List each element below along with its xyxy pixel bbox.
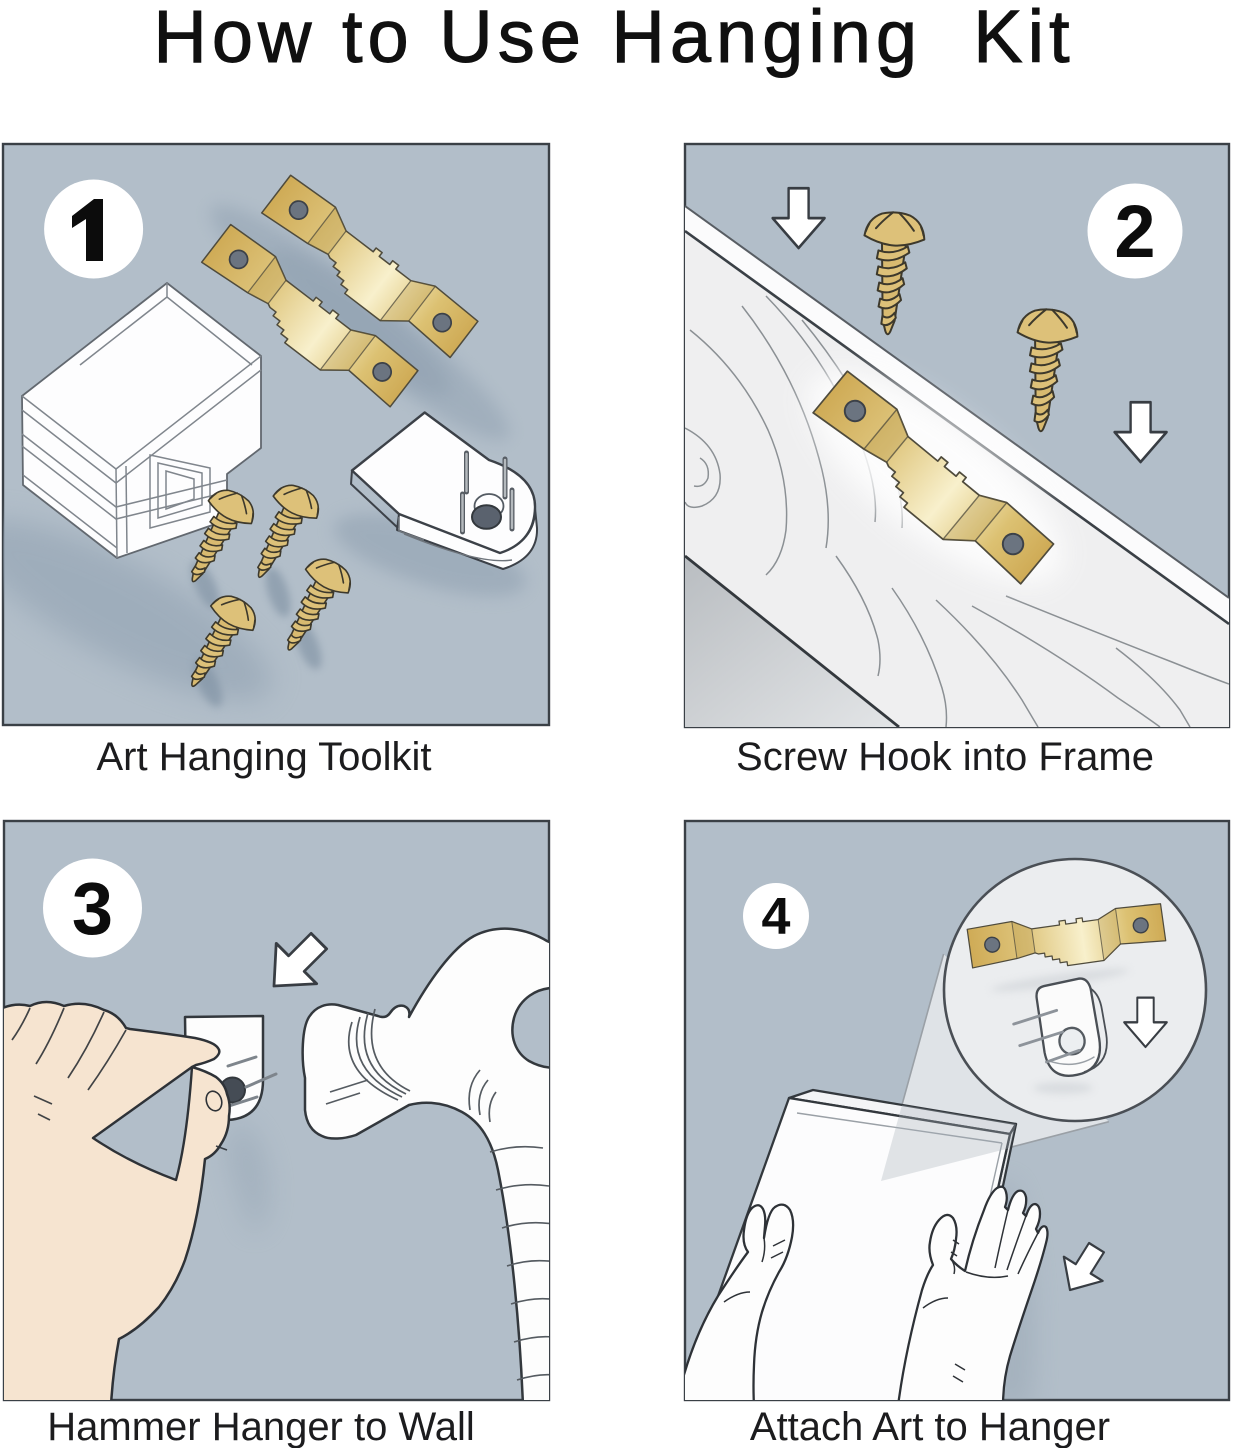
svg-text:How to Use Hanging Kit: How to Use Hanging Kit <box>153 0 1074 78</box>
svg-text:Attach Art to Hanger: Attach Art to Hanger <box>750 1405 1110 1448</box>
svg-text:Screw Hook into Frame: Screw Hook into Frame <box>736 735 1154 779</box>
svg-text:Hammer Hanger to Wall: Hammer Hanger to Wall <box>47 1405 475 1448</box>
svg-text:4: 4 <box>762 888 791 946</box>
svg-text:Art Hanging Toolkit: Art Hanging Toolkit <box>97 735 432 779</box>
svg-text:3: 3 <box>72 867 113 950</box>
svg-text:2: 2 <box>1114 190 1155 273</box>
